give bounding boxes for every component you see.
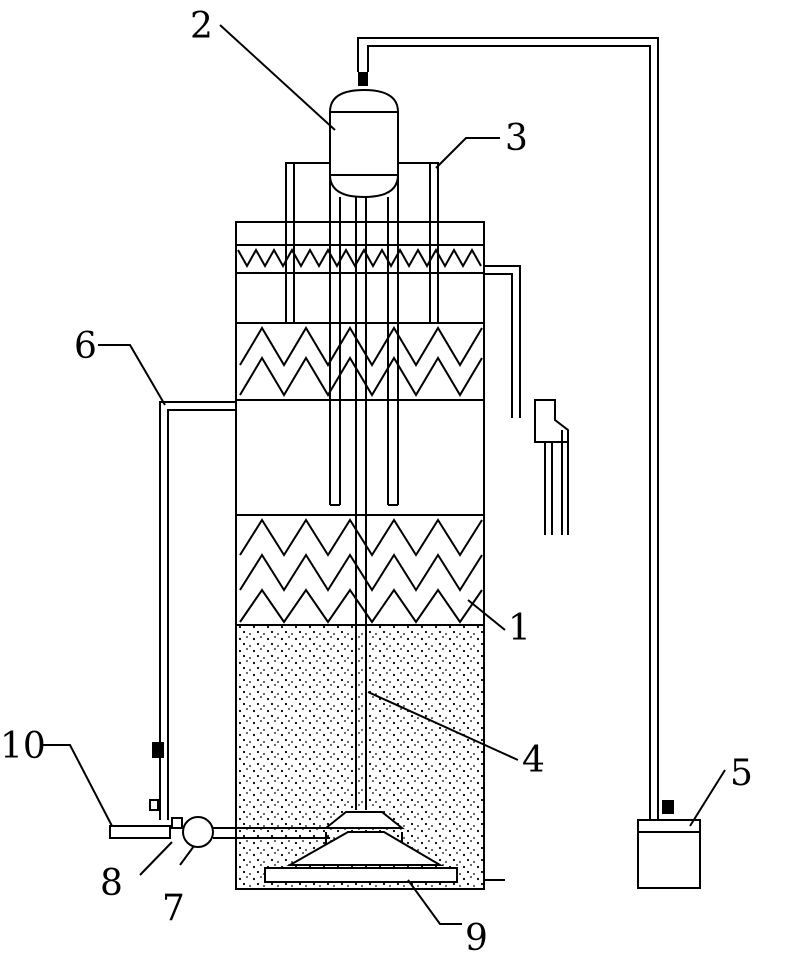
gas-bottle (637, 800, 701, 889)
effluent-outlet (484, 265, 569, 535)
water-distributor (264, 811, 505, 883)
label-10: 10 (0, 726, 46, 767)
packing-layer-lower (239, 518, 483, 624)
label-4: 4 (522, 740, 545, 781)
gas-line (357, 37, 659, 820)
label-7: 7 (162, 888, 185, 929)
label-6: 6 (74, 326, 97, 367)
packing-layer-upper (239, 326, 483, 397)
influent-line (109, 816, 330, 848)
top-packing-strip (237, 247, 482, 269)
downcomer-pipes (329, 197, 399, 810)
label-8: 8 (100, 863, 123, 904)
label-2: 2 (190, 6, 213, 47)
label-1: 1 (508, 608, 531, 649)
gas-collector (329, 72, 399, 199)
label-9: 9 (465, 918, 488, 959)
leader-lines (40, 24, 726, 925)
label-5: 5 (730, 753, 753, 794)
label-3: 3 (505, 118, 528, 159)
reactor-column (235, 221, 485, 890)
recirculation-pipe (149, 401, 236, 820)
